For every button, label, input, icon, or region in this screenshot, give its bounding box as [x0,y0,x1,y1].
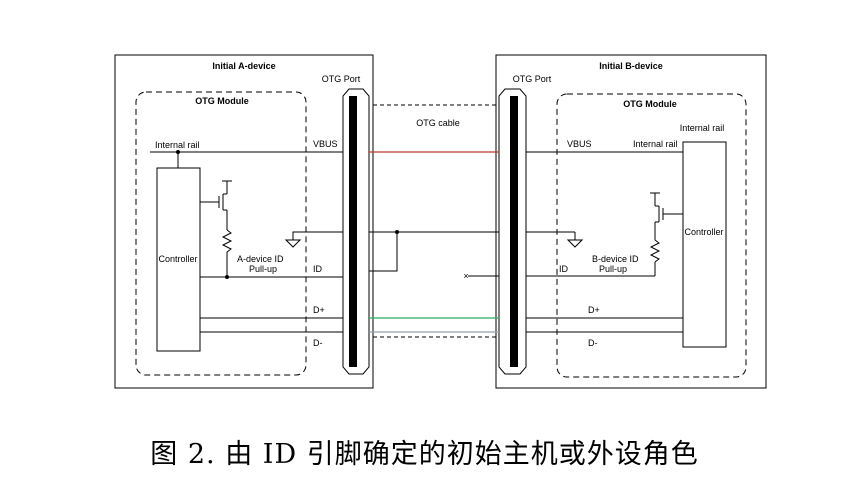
internal-rail-b2-label: Internal rail [633,139,678,149]
id-b-label: ID [559,264,569,274]
ground-a-wire [292,231,343,240]
resistor-b [649,239,661,263]
otg-port-a-pins [349,96,357,367]
otg-port-a-label: OTG Port [322,74,361,84]
otg-port-b-pins [510,96,518,367]
dminus-b-label: D- [588,338,598,348]
otg-cable-label: OTG cable [416,118,460,128]
b-pull-up-label: Pull-up [599,264,627,274]
vbus-b-label: VBUS [567,139,592,149]
device-b-title: Initial B-device [599,61,663,71]
controller-b [682,141,727,348]
otg-module-b [556,93,747,378]
internal-rail-a-label: Internal rail [155,140,200,150]
b-device-id-label: B-device ID [592,254,639,264]
device-a-title: Initial A-device [212,61,275,71]
device-b-box [495,54,767,389]
controller-a [156,167,201,352]
resistor-a [221,229,233,253]
vbus-a-label: VBUS [313,139,338,149]
dplus-a-label: D+ [313,305,325,315]
controller-a-label: Controller [158,254,197,264]
id-to-ground-a [369,232,398,272]
internal-rail-b-label: Internal rail [680,123,725,133]
ground-b-symbol [566,239,584,248]
dminus-a-label: D- [313,338,323,348]
dplus-b-label: D+ [588,305,600,315]
ground-a-symbol [284,239,302,248]
otg-module-a-label: OTG Module [195,96,249,106]
otg-port-b-label: OTG Port [513,74,552,84]
device-a-box [114,54,374,389]
a-pull-up-label: Pull-up [249,264,277,274]
a-device-id-label: A-device ID [237,254,284,264]
otg-module-b-label: OTG Module [623,99,677,109]
no-connect-mark: × [463,271,468,281]
figure-caption: 图 2. 由 ID 引脚确定的初始主机或外设角色 [150,439,699,470]
otg-diagram: Initial A-device Initial B-device OTG Mo… [114,54,767,389]
otg-module-a [135,91,307,376]
id-a-label: ID [313,264,323,274]
controller-b-label: Controller [684,227,723,237]
